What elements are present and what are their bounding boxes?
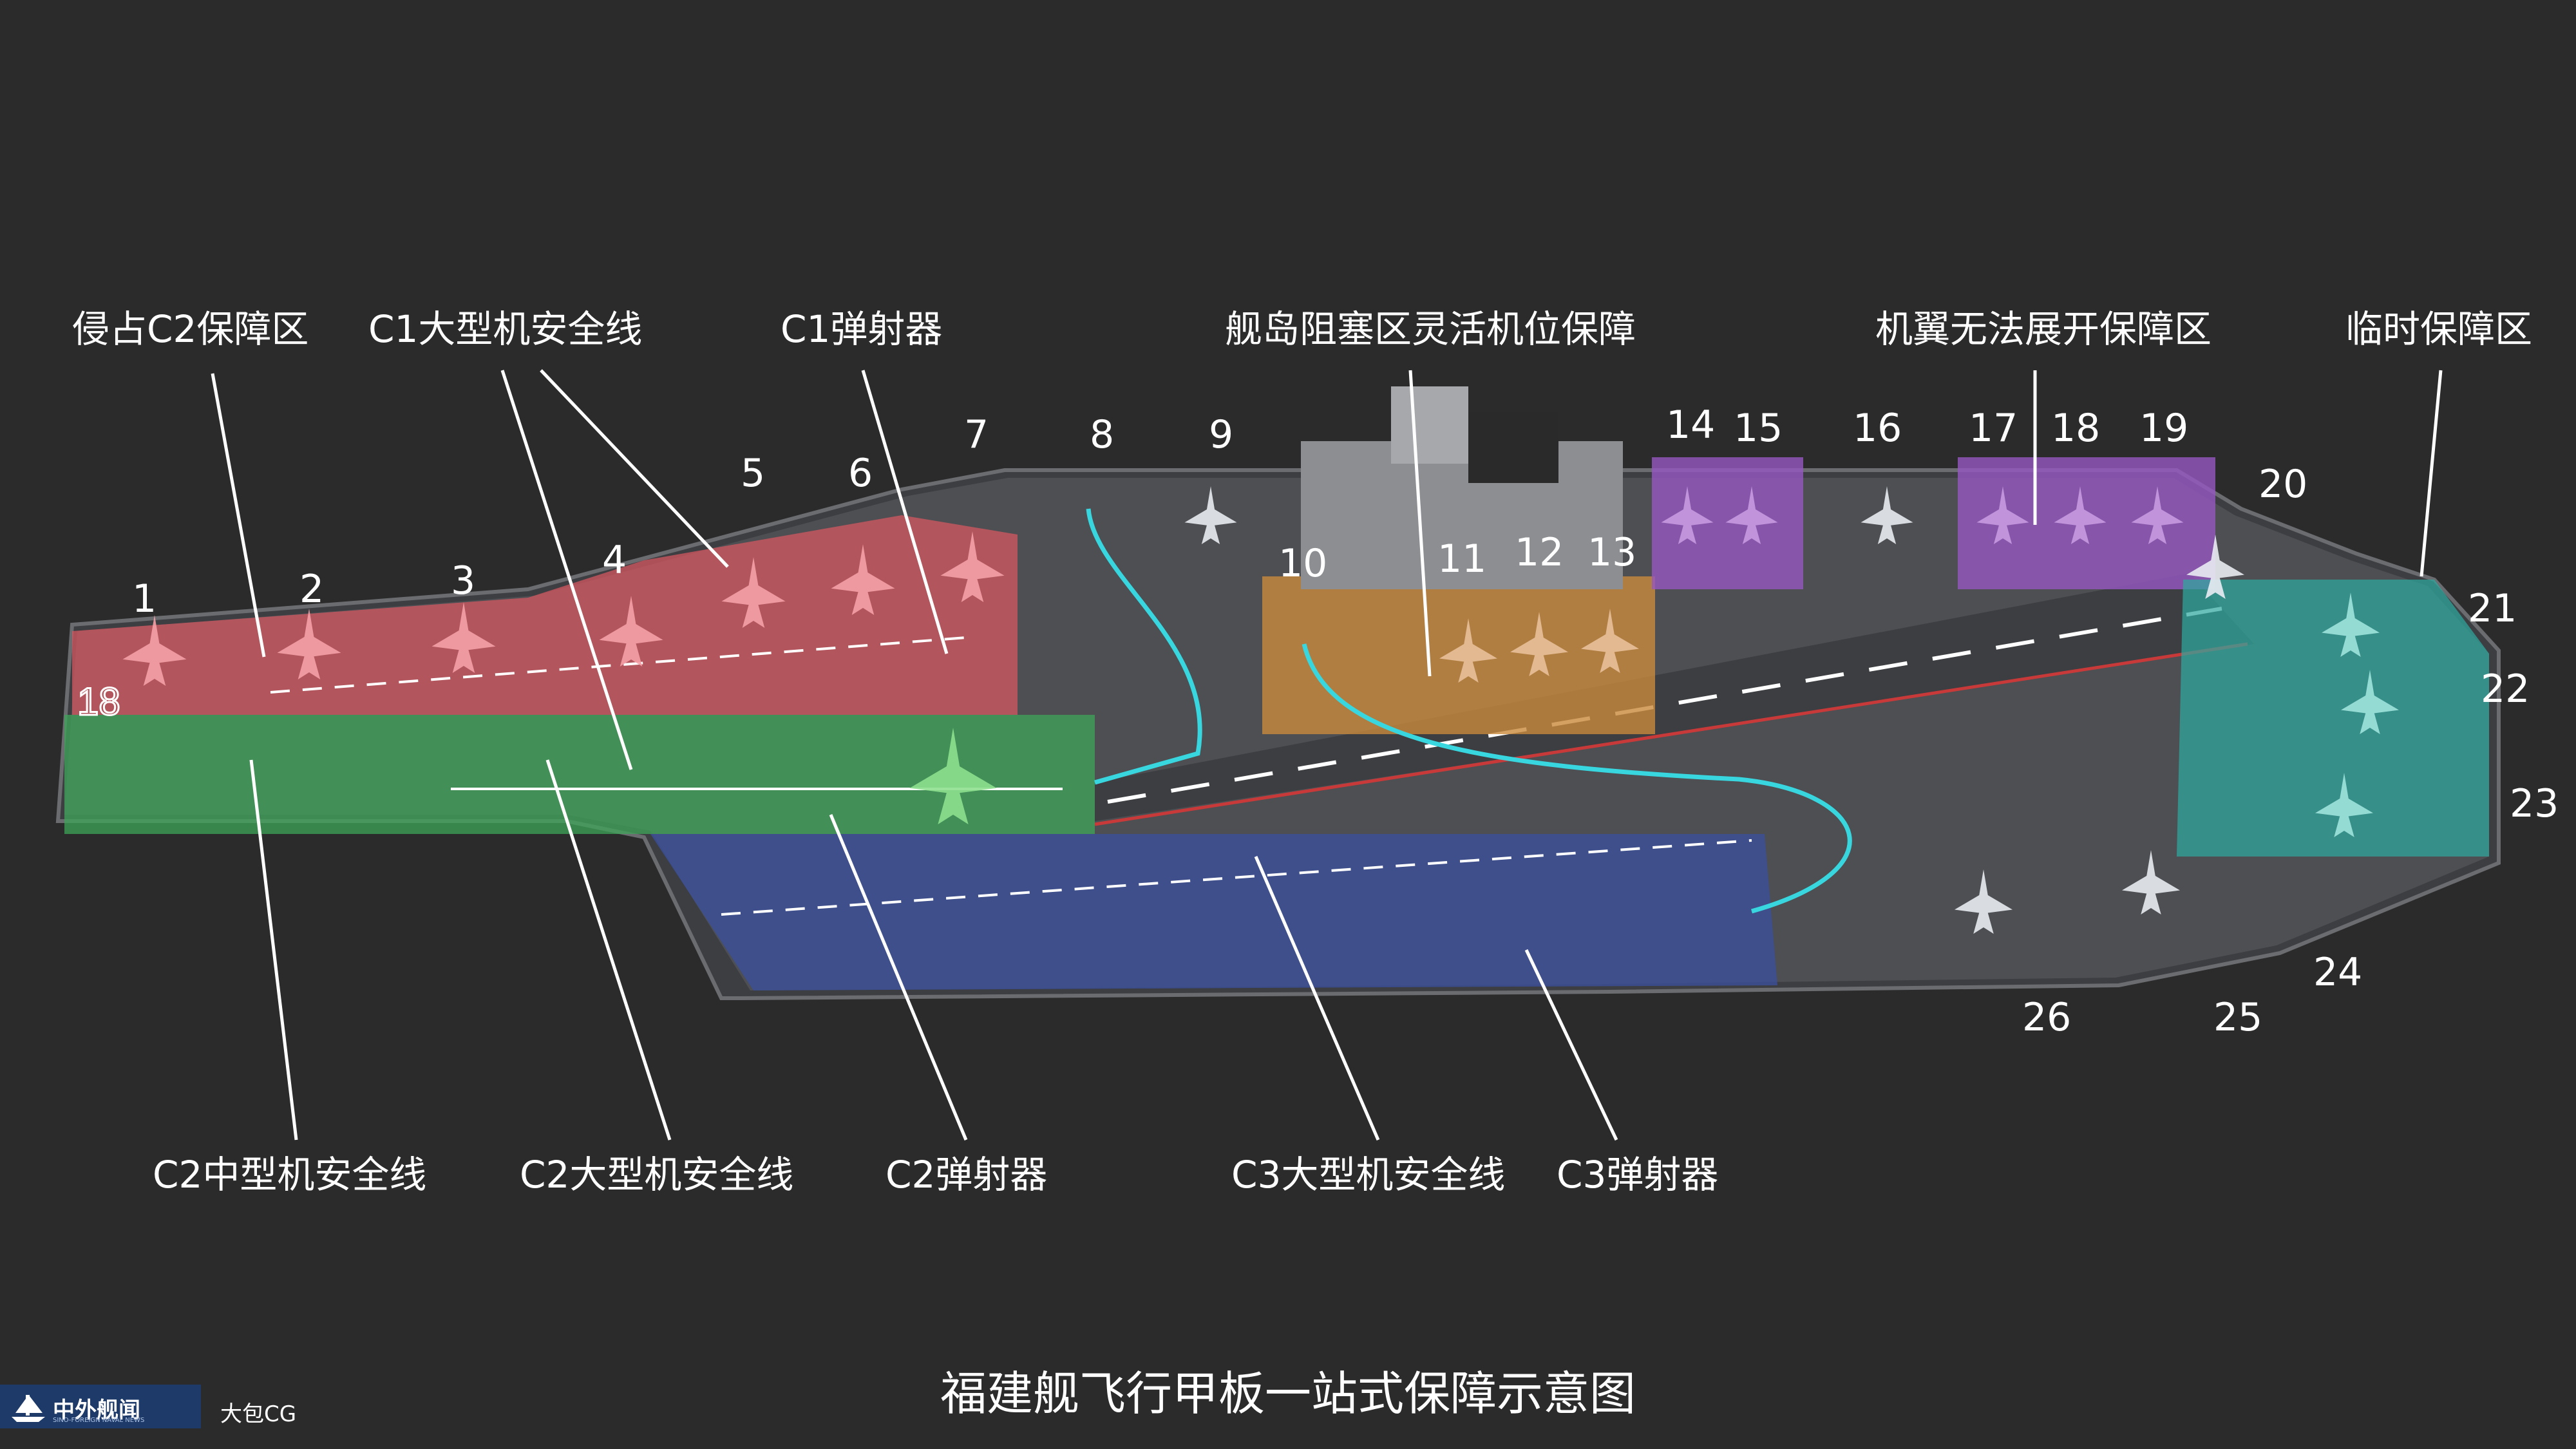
label-c1-large-safety: C1大型机安全线 <box>368 307 643 351</box>
spot-number: 3 <box>451 558 476 603</box>
island-radar <box>1468 412 1558 483</box>
leader-lines <box>211 369 2443 1141</box>
aircraft-silhouette <box>1725 486 1778 544</box>
label-c2-large-safety: C2大型机安全线 <box>520 1153 794 1197</box>
zone-blue <box>650 834 1777 990</box>
leader-temp-zone <box>2420 370 2443 577</box>
spot-number: 2 <box>299 567 325 612</box>
spot-number: 12 <box>1515 530 1564 575</box>
leader-c1-large-a <box>500 370 633 770</box>
zone-teal <box>2177 580 2489 857</box>
spot-number: 15 <box>1734 406 1783 451</box>
spot-number: 13 <box>1587 530 1637 575</box>
spot-number: 16 <box>1853 406 1902 451</box>
aircraft-silhouette <box>940 531 1005 602</box>
hull-number: 18 <box>77 680 120 723</box>
publisher-logo: 中外舰闻 SINO-FOREIGN NAVAL NEWS <box>0 1385 201 1428</box>
parked-aircraft-group <box>122 486 2399 934</box>
angled-runway <box>1095 573 2254 821</box>
aircraft-silhouette <box>2186 535 2244 599</box>
spot-number: 17 <box>1969 406 2018 451</box>
label-c1-catapult: C1弹射器 <box>781 307 943 351</box>
aircraft-silhouette <box>1439 618 1497 683</box>
c1-catapult-track <box>270 636 967 694</box>
leader-island-flex <box>1408 370 1432 677</box>
aircraft-silhouette <box>1976 486 2029 544</box>
spot-number: 6 <box>848 451 873 496</box>
spot-number: 9 <box>1209 412 1234 457</box>
leader-c2-catapult <box>829 814 968 1141</box>
spot-number: 10 <box>1278 541 1328 586</box>
spot-number: 20 <box>2259 462 2308 507</box>
aircraft-silhouette <box>2122 850 2180 914</box>
label-c2-encroach: 侵占C2保障区 <box>72 307 309 351</box>
spot-number: 24 <box>2313 950 2363 995</box>
spot-number: 21 <box>2468 586 2517 631</box>
spot-number: 23 <box>2510 781 2559 826</box>
spot-number: 5 <box>741 451 766 496</box>
aircraft-silhouette <box>431 602 496 673</box>
aircraft-silhouette <box>1510 612 1568 676</box>
island-mast <box>1391 386 1468 464</box>
aircraft-silhouette <box>2315 773 2373 837</box>
leader-c2-large <box>545 759 672 1141</box>
label-c3-catapult: C3弹射器 <box>1557 1153 1719 1197</box>
spot-number: 22 <box>2481 667 2530 712</box>
island-superstructure <box>1301 441 1623 589</box>
logo-subtitle: SINO-FOREIGN NAVAL NEWS <box>53 1417 145 1424</box>
c3-catapult-track <box>721 839 1752 916</box>
logo-name: 中外舰闻 <box>53 1397 140 1423</box>
label-wing-fold: 机翼无法展开保障区 <box>1875 307 2212 351</box>
aircraft-silhouette <box>1955 869 2012 934</box>
leader-c2-medium <box>249 759 298 1141</box>
label-c2-catapult: C2弹射器 <box>886 1153 1048 1197</box>
label-c3-large-safety: C3大型机安全线 <box>1231 1153 1506 1197</box>
aircraft-silhouette <box>721 557 786 628</box>
spot-number: 25 <box>2213 995 2263 1040</box>
aircraft-silhouette <box>909 728 997 824</box>
aircraft-silhouette <box>831 544 895 615</box>
leader-c2-encroach <box>211 373 266 658</box>
spot-number: 8 <box>1090 412 1115 457</box>
aircraft-silhouette <box>1184 486 1237 544</box>
label-c2-medium-safety: C2中型机安全线 <box>153 1153 427 1197</box>
leader-c3-large <box>1254 856 1380 1141</box>
artist-credit: 大包CG <box>220 1401 297 1427</box>
taxi-route-a <box>1086 508 1202 785</box>
spot-number: 1 <box>132 576 157 621</box>
aircraft-silhouette <box>122 615 187 686</box>
diagram-caption: 福建舰飞行甲板一站式保障示意图 <box>940 1367 1636 1421</box>
leader-c3-catapult <box>1524 949 1618 1141</box>
spot-number: 4 <box>602 538 627 583</box>
spot-number: 26 <box>2022 995 2072 1040</box>
aircraft-silhouette <box>1661 486 1714 544</box>
leader-c1-catapult <box>861 370 949 654</box>
leader-c1-large-b <box>540 369 729 568</box>
label-island-flex: 舰岛阻塞区灵活机位保障 <box>1225 307 1636 351</box>
aircraft-silhouette <box>2131 486 2184 544</box>
spot-number: 19 <box>2139 406 2189 451</box>
aircraft-silhouette <box>2322 592 2380 657</box>
label-temp-zone: 临时保障区 <box>2345 307 2533 351</box>
spot-number: 18 <box>2051 406 2101 451</box>
aircraft-silhouette <box>277 609 341 679</box>
zone-green <box>64 715 1095 834</box>
spot-number: 14 <box>1666 402 1716 448</box>
spot-number: 11 <box>1437 536 1487 582</box>
ship-logo-icon <box>12 1395 45 1422</box>
aircraft-silhouette <box>2054 486 2107 544</box>
aircraft-silhouette <box>1581 609 1639 673</box>
taxi-route-b <box>1302 643 1852 914</box>
spot-number: 7 <box>964 412 989 457</box>
aircraft-silhouette <box>1861 486 1913 544</box>
aircraft-silhouette <box>2341 670 2399 734</box>
runway-edge-red <box>1094 642 2248 826</box>
aircraft-silhouette <box>599 596 663 667</box>
